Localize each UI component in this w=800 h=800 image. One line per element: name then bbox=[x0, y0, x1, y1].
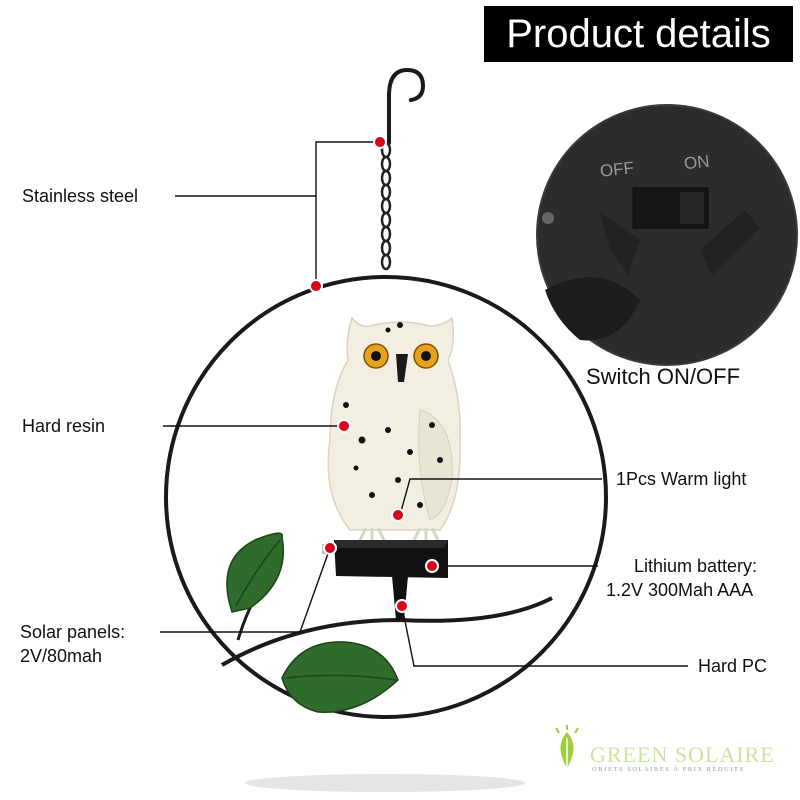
marker-ring bbox=[309, 279, 323, 293]
label-battery-spec: 1.2V 300Mah AAA bbox=[606, 580, 754, 600]
ground-shadow bbox=[245, 774, 525, 792]
callout-lines bbox=[160, 141, 688, 667]
label-hard-pc: Hard PC bbox=[698, 656, 768, 676]
switch-on-label: ON bbox=[683, 151, 711, 174]
label-hard-resin: Hard resin bbox=[22, 416, 106, 436]
header-title: Product details bbox=[506, 12, 771, 56]
mounting-stake bbox=[392, 576, 408, 620]
owl-figure bbox=[327, 316, 461, 541]
label-stainless-steel: Stainless steel bbox=[22, 186, 139, 206]
header-banner: Product details bbox=[484, 6, 793, 62]
switch-caption: Switch ON/OFF bbox=[586, 364, 741, 389]
hanging-hook bbox=[387, 67, 426, 145]
switch-knob bbox=[680, 192, 704, 224]
brand-tagline: OBJETS SOLAIRES À PRIX RÉDUITS bbox=[592, 766, 745, 773]
metal-ring bbox=[164, 275, 608, 719]
label-lithium-battery: Lithium battery: bbox=[634, 556, 758, 576]
marker-stake bbox=[395, 599, 409, 613]
marker-solar bbox=[323, 541, 337, 555]
marker-hook bbox=[373, 135, 387, 149]
hanging-chain bbox=[380, 141, 392, 271]
label-solar-panels: Solar panels: bbox=[20, 622, 126, 642]
callout-markers bbox=[309, 135, 439, 613]
marker-battery bbox=[425, 559, 439, 573]
switch-off-label: OFF bbox=[599, 158, 635, 181]
marker-resin bbox=[337, 419, 351, 433]
brand-name: GREEN SOLAIRE bbox=[590, 742, 775, 767]
leaf-upper bbox=[226, 532, 285, 613]
label-solar-panels-spec: 2V/80mah bbox=[20, 646, 103, 666]
brand-logo-leaf bbox=[555, 725, 579, 768]
label-warm-light: 1Pcs Warm light bbox=[616, 469, 747, 489]
switch-detail-view bbox=[536, 104, 798, 366]
marker-light bbox=[391, 508, 405, 522]
leaf-lower bbox=[281, 641, 399, 713]
